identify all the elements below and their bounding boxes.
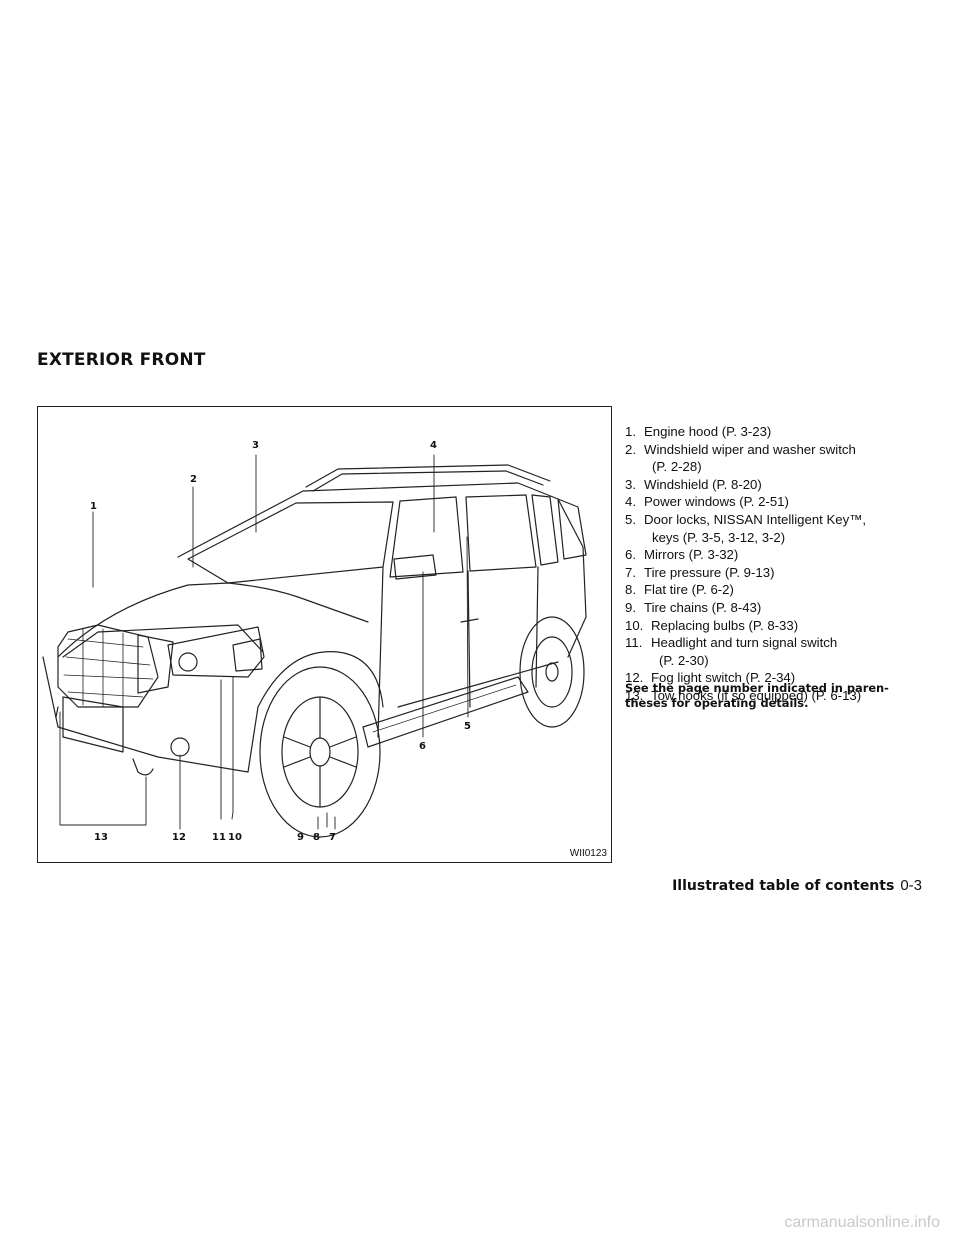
vehicle-illustration: 1 2 3 4 5 6 13 12 11 10 9 8 7 WII0123: [37, 406, 612, 863]
list-item: 4. Power windows (P. 2-51): [625, 493, 915, 511]
list-number: 5.: [625, 511, 636, 527]
list-text: Mirrors (P. 3-32): [644, 547, 739, 563]
callout-10: 10: [228, 832, 242, 843]
page-number: 0-3: [900, 877, 922, 894]
callout-1: 1: [90, 501, 97, 512]
list-number: 8.: [625, 582, 636, 598]
list-text: Replacing bulbs (P. 8-33): [651, 617, 799, 633]
list-text-group: Headlight and turn signal switch(P. 2-30…: [651, 634, 915, 669]
list-item: 10. Replacing bulbs (P. 8-33): [625, 617, 915, 635]
list-number: 10.: [625, 617, 644, 633]
list-item: 8. Flat tire (P. 6-2): [625, 581, 915, 599]
list-number: 2.: [625, 441, 636, 457]
list-number: 13.: [625, 687, 644, 703]
list-item: 12. Fog light switch (P. 2-34): [625, 669, 915, 687]
list-text: Engine hood (P. 3-23): [644, 424, 772, 439]
list-text: Tow hooks (if so equipped) (P. 6-13): [651, 687, 862, 703]
list-number: 4.: [625, 494, 636, 510]
section-title: EXTERIOR FRONT: [37, 350, 206, 370]
list-item: 1. Engine hood (P. 3-23): [625, 423, 915, 441]
list-number: 3.: [625, 476, 636, 492]
list-number: 9.: [625, 599, 636, 615]
list-item: 2. Windshield wiper and washer switch (P. …: [625, 441, 915, 476]
list-text: Windshield (P. 8-20): [644, 476, 762, 492]
list-text-continuation: keys (P. 3-5, 3-12, 3-2): [652, 529, 786, 545]
list-text-continuation: (P. 2-28): [652, 459, 702, 475]
callout-4: 4: [430, 440, 437, 451]
callout-7: 7: [329, 832, 336, 843]
callout-12: 12: [172, 832, 186, 843]
list-number: 6.: [625, 547, 636, 563]
watermark: carmanualsonline.info: [784, 1214, 940, 1231]
callout-11: 11: [212, 832, 226, 843]
list-item: 7. Tire pressure (P. 9-13): [625, 564, 915, 582]
list-item: 3. Windshield (P. 8-20): [625, 476, 915, 494]
list-text-continuation: (P. 2-30): [659, 652, 709, 668]
suv-line-drawing: [42, 454, 587, 838]
callout-2: 2: [190, 474, 197, 485]
list-text: Headlight and turn signal switch: [651, 635, 838, 651]
list-text-group: Door locks, NISSAN Intelligent Key™, keys…: [644, 511, 915, 546]
list-text: Power windows (P. 2-51): [644, 494, 789, 510]
list-text: Tire chains (P. 8-43): [644, 599, 762, 615]
callout-9: 9: [297, 832, 304, 843]
list-item: 9. Tire chains (P. 8-43): [625, 599, 915, 617]
list-text: Tire pressure (P. 9-13): [644, 564, 775, 580]
operating-details-note: See the page number indicated in paren- …: [625, 681, 915, 711]
page-footer: Illustrated table of contents 0-3: [672, 877, 922, 894]
callout-8: 8: [313, 832, 320, 843]
callout-6: 6: [419, 741, 426, 752]
list-text: Flat tire (P. 6-2): [644, 582, 734, 598]
list-item: 13. Tow hooks (if so equipped) (P. 6-13): [625, 687, 915, 705]
callout-3: 3: [252, 440, 259, 451]
callout-13: 13: [94, 832, 108, 843]
list-text: Door locks, NISSAN Intelligent Key™,: [644, 511, 867, 527]
legend-list: 1. Engine hood (P. 3-23) 2. Windshield wip…: [625, 423, 915, 705]
list-number: 12.: [625, 670, 644, 686]
note-line-1: See the page number indicated in paren-: [625, 681, 889, 695]
footer-label: Illustrated table of contents: [672, 878, 895, 894]
list-item: 5. Door locks, NISSAN Intelligent Key™, ke…: [625, 511, 915, 546]
callout-5: 5: [464, 721, 471, 732]
figure-id: WII0123: [569, 848, 607, 859]
list-text-group: Windshield wiper and washer switch (P. 2-…: [644, 441, 915, 476]
list-text: Windshield wiper and washer switch: [644, 441, 856, 457]
list-item: 6. Mirrors (P. 3-32): [625, 546, 915, 564]
list-number: 11.: [625, 635, 643, 651]
list-number: 1.: [625, 424, 636, 439]
list-text: Fog light switch (P. 2-34): [651, 670, 796, 686]
note-line-2: theses for operating details.: [625, 696, 809, 710]
list-item: 11. Headlight and turn signal switch(P. 2…: [625, 634, 915, 669]
list-number: 7.: [625, 564, 636, 580]
